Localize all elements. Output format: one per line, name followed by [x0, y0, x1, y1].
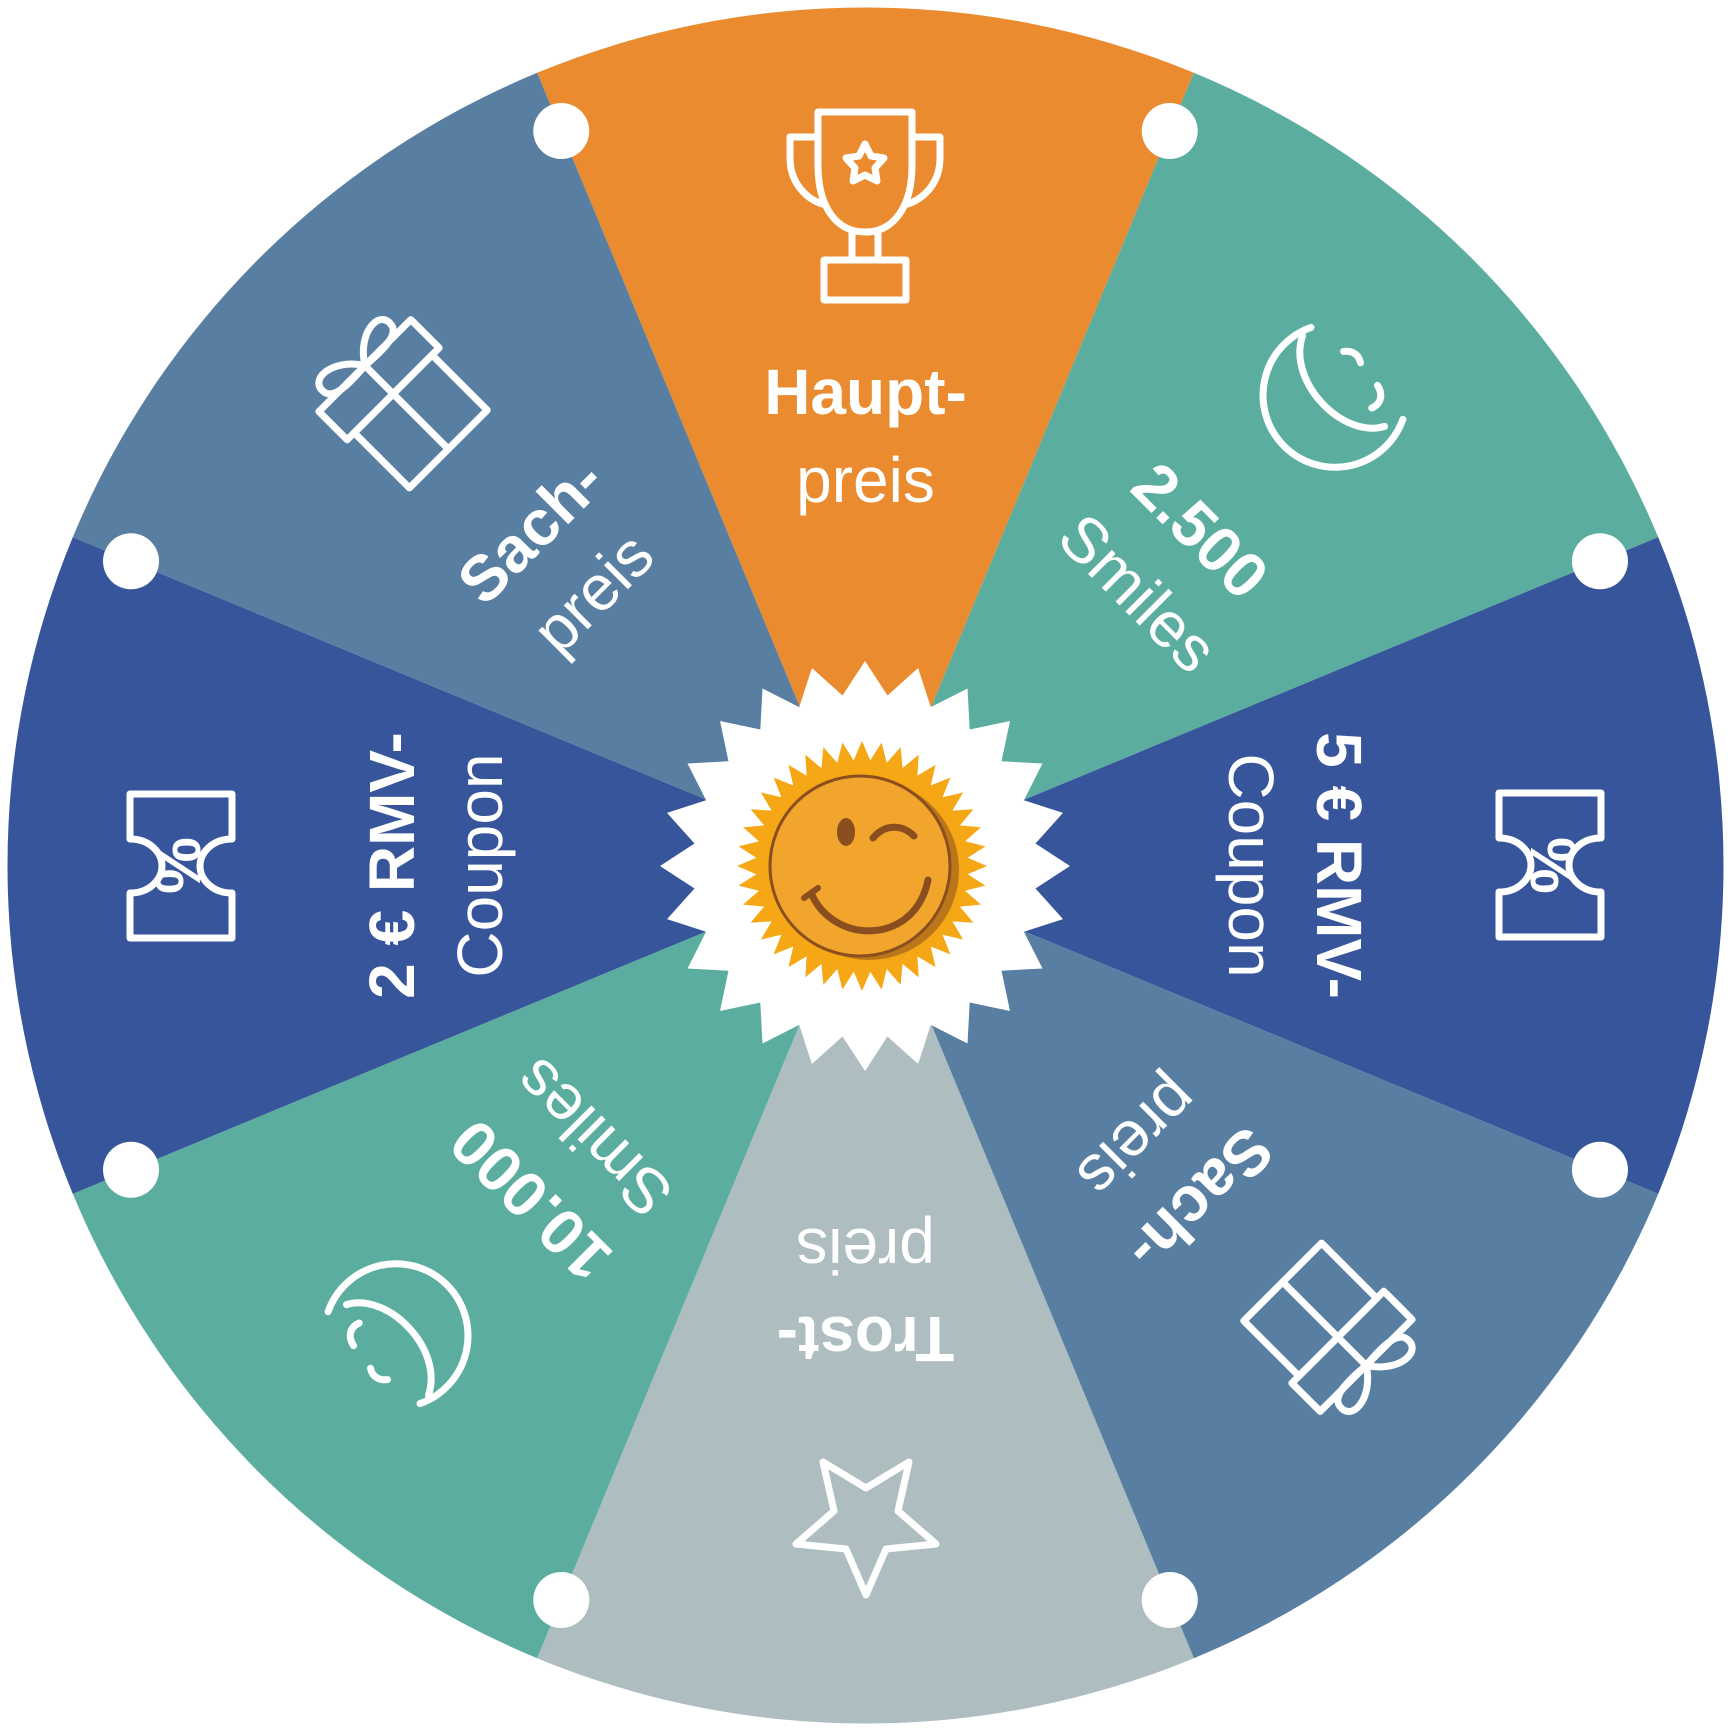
wedge-2-eur-coupon: [7, 537, 866, 1194]
segment-trostpreis[interactable]: Trost- preis: [777, 1215, 955, 1599]
segment-2-eur-coupon-line2: Coupon: [444, 753, 516, 977]
wedge-2500-smiles: [865, 72, 1659, 866]
wheel-peg: [1571, 533, 1628, 590]
coupon-icon: [126, 790, 236, 942]
gift-icon: [1240, 1239, 1416, 1415]
segment-2-eur-coupon[interactable]: % 2 € RMV- Coupon: [126, 732, 516, 999]
wheel-peg: [103, 1141, 160, 1198]
star-icon: [792, 1458, 940, 1599]
wedge-sachpreis-1: [72, 72, 866, 866]
wheel-pegs: [103, 103, 1628, 1628]
wheel-peg: [1141, 103, 1198, 160]
wheel-peg: [533, 103, 590, 160]
wheel-peg: [1571, 1141, 1628, 1198]
segment-hauptpreis-line1: Haupt-: [764, 356, 967, 428]
wheel-segments: [7, 7, 1724, 1724]
segment-hauptpreis[interactable]: Haupt- preis: [764, 108, 967, 516]
wheel-peg: [1141, 1571, 1198, 1628]
wedge-10000-smiles: [72, 865, 866, 1659]
coupon-percent-symbol: %: [1517, 837, 1589, 894]
segment-5-eur-coupon-line2: Coupon: [1215, 753, 1287, 977]
segment-trostpreis-line2: preis: [796, 1215, 935, 1287]
gift-icon: [315, 316, 491, 492]
winking-smiley-icon: [768, 774, 959, 960]
segment-2-eur-coupon-line1: 2 € RMV-: [356, 732, 428, 999]
coupon-percent-symbol: %: [142, 837, 214, 894]
segment-5-eur-coupon-line1: 5 € RMV-: [1303, 732, 1375, 999]
wheel-peg: [103, 533, 160, 590]
segment-5-eur-coupon[interactable]: % 5 € RMV- Coupon: [1215, 732, 1605, 999]
wedge-sachpreis-2: [865, 865, 1659, 1659]
smile-icon: [324, 1260, 472, 1408]
segment-hauptpreis-line2: preis: [796, 444, 935, 516]
coupon-icon: [1495, 789, 1605, 941]
smile-icon: [1259, 323, 1407, 471]
trophy-icon: [786, 108, 944, 304]
wedge-5-eur-coupon: [865, 537, 1724, 1194]
wedge-trostpreis: [537, 865, 1194, 1724]
wheel-hub[interactable]: [660, 661, 1070, 1071]
segment-trostpreis-line1: Trost-: [777, 1303, 955, 1375]
wheel-peg: [533, 1571, 590, 1628]
wedge-hauptpreis: [537, 7, 1194, 866]
